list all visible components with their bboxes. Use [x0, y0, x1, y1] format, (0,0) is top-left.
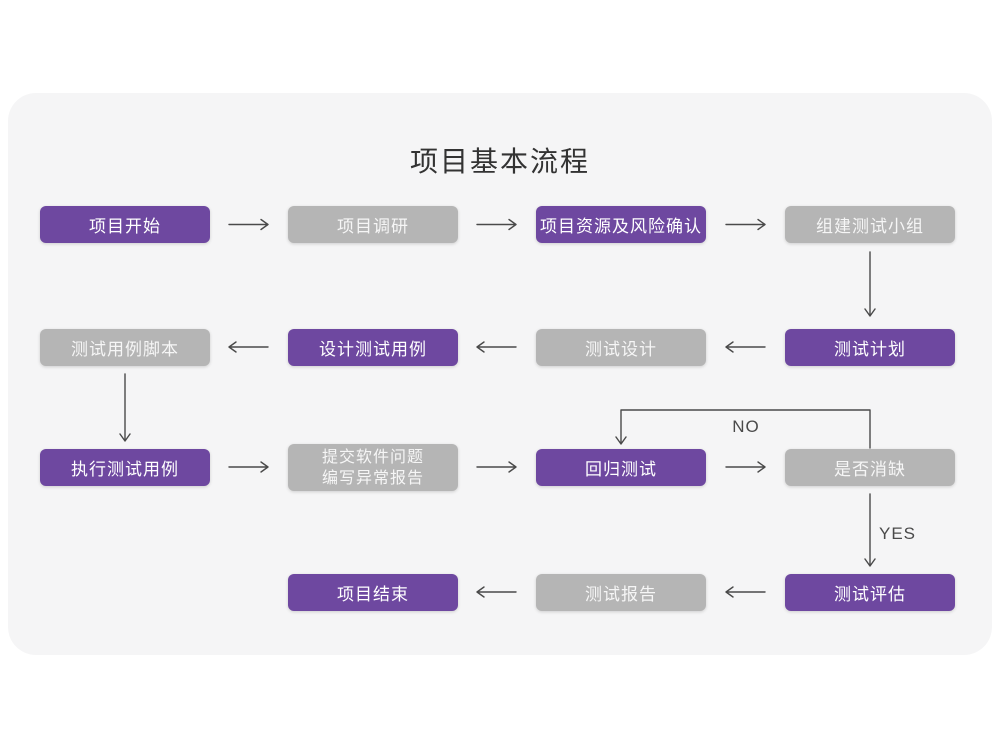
node-design-test-case: 设计测试用例	[288, 329, 458, 366]
node-label: 是否消缺	[834, 460, 906, 479]
node-test-plan: 测试计划	[785, 329, 955, 366]
arrow-research-to-risk	[476, 218, 517, 231]
node-label: 测试报告	[585, 585, 657, 604]
node-execute-test-case: 执行测试用例	[40, 449, 210, 486]
arrow-risk-to-team	[725, 218, 766, 231]
node-label: 项目调研	[337, 217, 409, 236]
node-label: 组建测试小组	[816, 217, 924, 236]
arrow-plan-to-design	[725, 341, 766, 353]
arrow-execute-to-submit	[228, 461, 269, 473]
node-label: 测试用例脚本	[71, 340, 179, 359]
node-test-evaluation: 测试评估	[785, 574, 955, 611]
node-label: 回归测试	[585, 460, 657, 479]
arrow-report-to-end	[476, 586, 517, 598]
node-label: 执行测试用例	[71, 460, 179, 479]
arrow-start-to-research	[228, 218, 269, 231]
node-test-report: 测试报告	[536, 574, 706, 611]
node-submit-issues-report: 提交软件问题 编写异常报告	[288, 444, 458, 491]
arrow-regression-to-decision	[725, 461, 766, 473]
node-label: 项目资源及风险确认	[540, 217, 702, 236]
node-project-end: 项目结束	[288, 574, 458, 611]
node-project-research: 项目调研	[288, 206, 458, 243]
branch-label-no: NO	[732, 417, 760, 436]
node-build-test-team: 组建测试小组	[785, 206, 955, 243]
arrow-submit-to-regression	[476, 461, 517, 473]
node-resources-risk-confirm: 项目资源及风险确认	[536, 206, 706, 243]
arrow-evaluation-to-report	[725, 586, 766, 598]
node-label: 测试评估	[834, 585, 906, 604]
node-label: 测试计划	[834, 340, 906, 359]
arrow-no-loop	[615, 409, 871, 449]
arrow-script-to-execute	[119, 373, 131, 442]
arrow-case-to-script	[228, 341, 269, 353]
node-label: 项目结束	[337, 585, 409, 604]
node-test-design: 测试设计	[536, 329, 706, 366]
node-project-start: 项目开始	[40, 206, 210, 243]
flowchart-card	[8, 93, 992, 655]
node-defect-cleared-decision: 是否消缺	[785, 449, 955, 486]
node-label-line2: 编写异常报告	[321, 469, 424, 487]
node-test-case-script: 测试用例脚本	[40, 329, 210, 366]
arrow-team-to-plan	[864, 251, 876, 317]
node-label: 项目开始	[89, 217, 161, 236]
arrow-design-to-case	[476, 341, 517, 353]
node-regression-test: 回归测试	[536, 449, 706, 486]
node-label: 设计测试用例	[319, 340, 427, 359]
node-label: 测试设计	[585, 340, 657, 359]
branch-label-yes: YES	[879, 524, 917, 543]
page-title: 项目基本流程	[409, 146, 590, 177]
arrow-yes-to-evaluation	[864, 493, 876, 567]
node-label-line1: 提交软件问题	[321, 448, 424, 466]
